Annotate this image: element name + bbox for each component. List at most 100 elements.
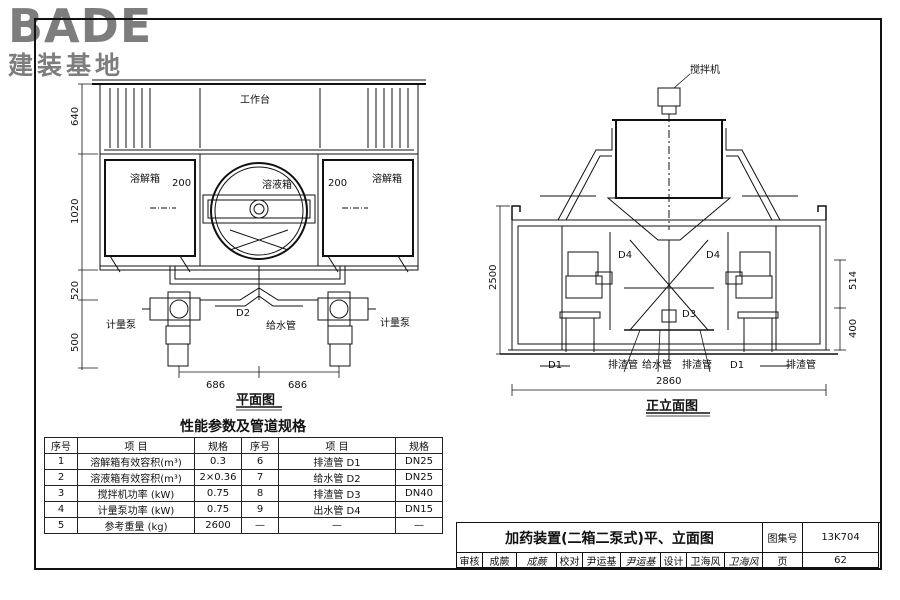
cell: DN25 bbox=[395, 469, 443, 486]
elev-hopper bbox=[606, 197, 732, 241]
pump-right bbox=[317, 291, 376, 367]
page-label: 页 bbox=[763, 553, 803, 568]
solution-tank-circle bbox=[210, 162, 308, 260]
label-dissolve-tank-right: 溶解箱 bbox=[372, 172, 402, 185]
label-pump-right: 计量泵 bbox=[380, 316, 410, 329]
th-spec-2: 规格 bbox=[395, 437, 443, 454]
elev-railing-left bbox=[557, 128, 613, 221]
reviewer-signature: 成蕨 bbox=[517, 553, 557, 568]
plan-frame bbox=[99, 153, 419, 271]
table-row: 4 计量泵功率 (kW) 0.75 9 出水管 D4 DN15 bbox=[44, 501, 443, 518]
label-d2: D2 bbox=[236, 308, 250, 319]
label-pump-left: 计量泵 bbox=[106, 318, 136, 331]
elevation-title: 正立面图 bbox=[646, 398, 698, 414]
cell: 搅拌机功率 (kW) bbox=[77, 485, 195, 502]
dim-520: 520 bbox=[70, 281, 81, 300]
dissolve-tank-left bbox=[104, 159, 196, 257]
label-drain-mid: 排渣管 bbox=[682, 358, 712, 371]
cell: 计量泵功率 (kW) bbox=[77, 501, 195, 518]
dim-514: 514 bbox=[848, 271, 859, 290]
th-item-1: 项 目 bbox=[77, 437, 195, 454]
cell: 溶液箱有效容积(m³) bbox=[77, 469, 195, 486]
plan-view bbox=[78, 79, 426, 411]
label-drain-right: 排渣管 bbox=[786, 358, 816, 371]
pump-left bbox=[142, 291, 201, 367]
dim-640: 640 bbox=[70, 107, 81, 126]
cell: DN40 bbox=[395, 485, 443, 502]
designer-signature: 卫海风 bbox=[725, 553, 763, 568]
title-block: 加药装置(二箱二泵式)平、立面图 图集号 13K704 审核 成蕨 成蕨 校对 … bbox=[456, 522, 880, 568]
solution-tank-frame bbox=[199, 153, 319, 267]
cell: 3 bbox=[44, 485, 78, 502]
cell: — bbox=[278, 517, 396, 534]
atlas-label: 图集号 bbox=[763, 523, 803, 553]
cell: — bbox=[241, 517, 279, 534]
dim-2500: 2500 bbox=[488, 265, 499, 290]
elev-pump-right bbox=[725, 251, 779, 352]
cell: 2 bbox=[44, 469, 78, 486]
label-supply: 给水管 bbox=[642, 358, 672, 371]
cell: 7 bbox=[241, 469, 279, 486]
cell: DN15 bbox=[395, 501, 443, 518]
review-label: 审核 bbox=[457, 553, 483, 568]
cell: 排渣管 D3 bbox=[278, 485, 396, 502]
dim-1020: 1020 bbox=[70, 199, 81, 224]
cell: 9 bbox=[241, 501, 279, 518]
cell: 0.75 bbox=[194, 501, 242, 518]
label-drain-left: 排渣管 bbox=[608, 358, 638, 371]
label-d1-left: D1 bbox=[548, 360, 562, 371]
spec-table-header: 序号 项 目 规格 序号 项 目 规格 bbox=[44, 437, 443, 454]
mixer-motor bbox=[657, 87, 681, 107]
label-supply-pipe: 给水管 bbox=[266, 319, 296, 332]
plan-title: 平面图 bbox=[236, 393, 275, 408]
label-dissolve-tank-left: 溶解箱 bbox=[130, 172, 160, 185]
table-row: 2 溶液箱有效容积(m³) 2×0.36 7 给水管 D2 DN25 bbox=[44, 469, 443, 486]
drawing-title: 加药装置(二箱二泵式)平、立面图 bbox=[457, 523, 763, 553]
th-no-1: 序号 bbox=[44, 437, 78, 454]
th-item-2: 项 目 bbox=[278, 437, 396, 454]
label-mixer: 搅拌机 bbox=[690, 63, 720, 76]
label-solution-tank: 溶液箱 bbox=[262, 178, 292, 191]
label-d1-right: D1 bbox=[730, 360, 744, 371]
designer-name: 卫海风 bbox=[687, 553, 725, 568]
atlas-number: 13K704 bbox=[803, 523, 879, 553]
cell: 出水管 D4 bbox=[278, 501, 396, 518]
cell: 参考重量 (kg) bbox=[77, 517, 195, 534]
elev-railing-right bbox=[725, 128, 781, 221]
table-row: 1 溶解箱有效容积(m³) 0.3 6 排渣管 D1 DN25 bbox=[44, 453, 443, 470]
th-spec-1: 规格 bbox=[194, 437, 242, 454]
cell: 溶解箱有效容积(m³) bbox=[77, 453, 195, 470]
th-no-2: 序号 bbox=[241, 437, 279, 454]
cell: 2×0.36 bbox=[194, 469, 242, 486]
dim-686-right: 686 bbox=[288, 380, 307, 391]
label-d4-left: D4 bbox=[618, 250, 632, 261]
dim-2860: 2860 bbox=[656, 376, 681, 387]
spec-table: 序号 项 目 规格 序号 项 目 规格 1 溶解箱有效容积(m³) 0.3 6 … bbox=[44, 437, 443, 534]
logo-sub-text: 建装基地 bbox=[8, 51, 125, 80]
design-label: 设计 bbox=[661, 553, 687, 568]
label-d4-right: D4 bbox=[706, 250, 720, 261]
cell: — bbox=[395, 517, 443, 534]
cell: 给水管 D2 bbox=[278, 469, 396, 486]
checker-name: 尹运基 bbox=[583, 553, 621, 568]
dissolve-tank-right bbox=[322, 159, 414, 257]
label-workbench: 工作台 bbox=[240, 93, 270, 106]
cell: 2600 bbox=[194, 517, 242, 534]
label-d3: D3 bbox=[682, 309, 696, 320]
cell: 排渣管 D1 bbox=[278, 453, 396, 470]
cell: 5 bbox=[44, 517, 78, 534]
plan-manifold-pipe bbox=[169, 266, 346, 285]
cell: 0.75 bbox=[194, 485, 242, 502]
dim-200-right: 200 bbox=[328, 178, 347, 189]
dim-686-left: 686 bbox=[206, 380, 225, 391]
dim-400: 400 bbox=[848, 319, 859, 338]
table-row: 3 搅拌机功率 (kW) 0.75 8 排渣管 D3 DN40 bbox=[44, 485, 443, 502]
cell: DN25 bbox=[395, 453, 443, 470]
cell: 6 bbox=[241, 453, 279, 470]
elev-pump-left bbox=[559, 251, 613, 352]
checker-signature: 尹运基 bbox=[621, 553, 661, 568]
cell: 1 bbox=[44, 453, 78, 470]
cell: 8 bbox=[241, 485, 279, 502]
table-row: 5 参考重量 (kg) 2600 — — — bbox=[44, 517, 443, 534]
